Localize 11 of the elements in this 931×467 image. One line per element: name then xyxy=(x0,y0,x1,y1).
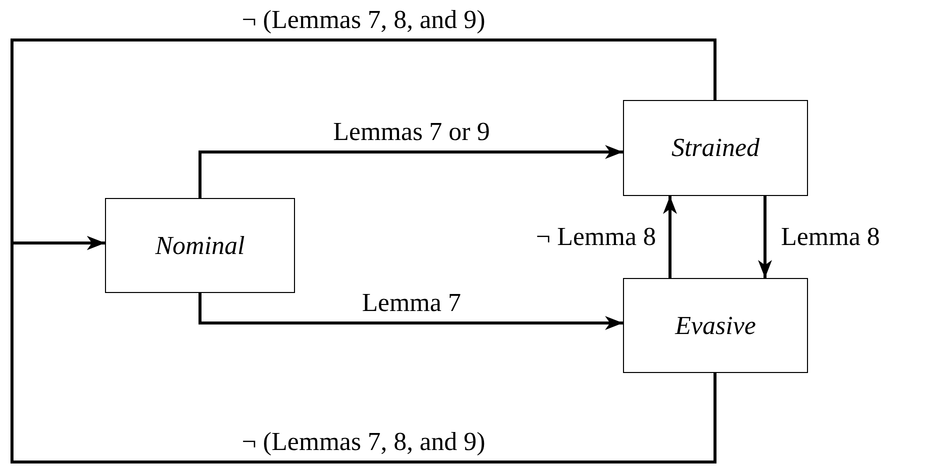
arrow xyxy=(663,196,677,278)
state-box xyxy=(623,100,808,196)
state-box xyxy=(105,198,295,293)
state-name: Evasive xyxy=(675,310,756,342)
arrow xyxy=(10,236,716,464)
arrow xyxy=(198,293,623,330)
state-name: Strained xyxy=(671,132,760,164)
state-box xyxy=(623,278,808,373)
state-name: Nominal xyxy=(155,230,245,262)
arrow xyxy=(198,145,623,198)
arrow xyxy=(758,196,772,278)
